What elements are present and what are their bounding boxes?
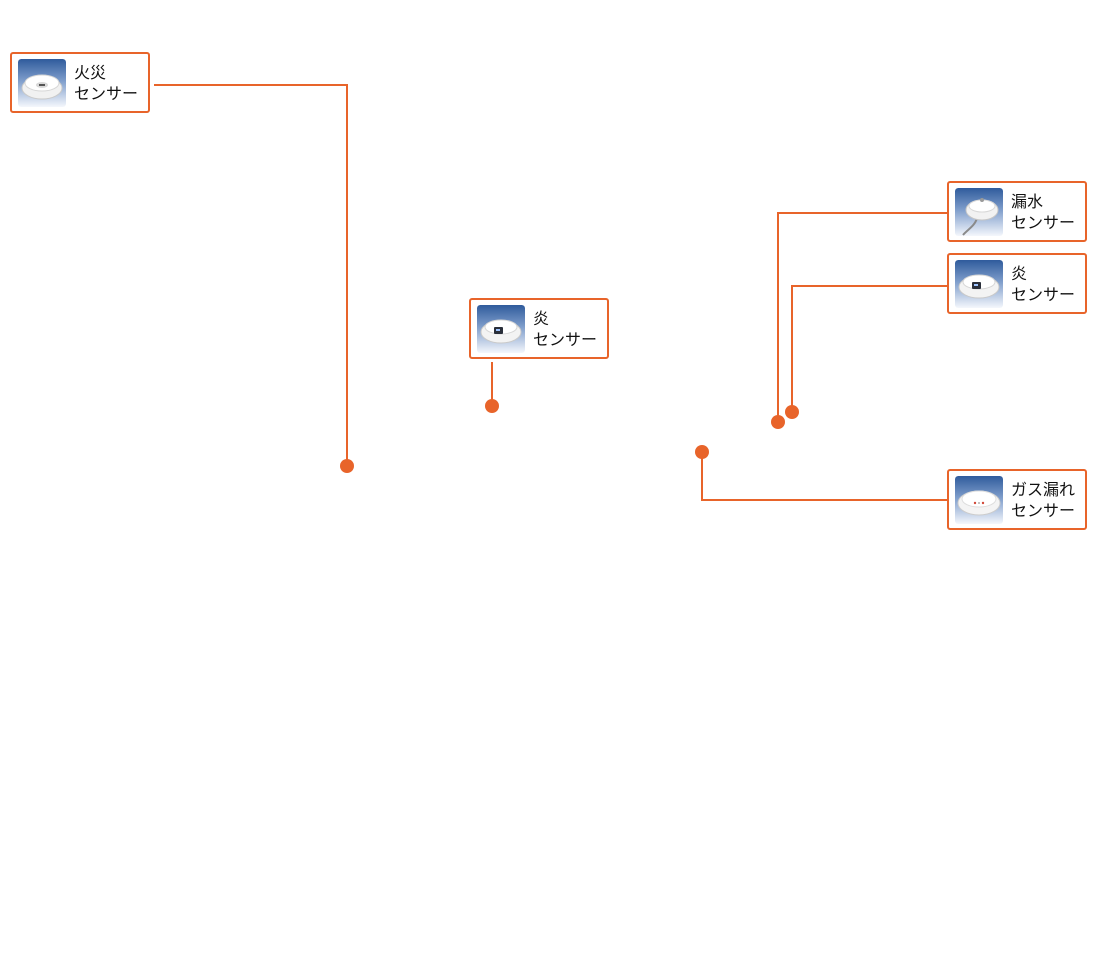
gas-detector-icon [955, 475, 1003, 524]
sensor-label-flame-right[interactable]: 炎 センサー [947, 253, 1087, 314]
sensor-label-water-leak[interactable]: 漏水 センサー [947, 181, 1087, 242]
connector-gas-leak [701, 452, 947, 501]
sensor-label-text: ガス漏れ センサー [1011, 479, 1075, 521]
install-point-fire [340, 459, 354, 473]
install-point-water-leak [771, 415, 785, 429]
sensor-label-gas-leak[interactable]: ガス漏れ センサー [947, 469, 1087, 530]
sensor-name: 火災 [74, 62, 107, 82]
install-point-flame-center [485, 399, 499, 413]
sensor-label-text: 火災 センサー [74, 62, 138, 104]
sensor-name: 漏水 [1011, 191, 1044, 211]
sensor-type: センサー [74, 83, 139, 103]
sensor-name: ガス漏れ [1011, 479, 1076, 499]
sensor-label-text: 漏水 センサー [1011, 191, 1075, 233]
sensor-type: センサー [1011, 284, 1076, 304]
sensor-type: センサー [533, 329, 598, 349]
connector-water-leak [777, 212, 947, 422]
sensor-label-flame-center[interactable]: 炎 センサー [469, 298, 609, 359]
flame-detector-icon [477, 304, 525, 353]
sensor-name: 炎 [1011, 263, 1028, 283]
sensor-type: センサー [1011, 212, 1076, 232]
flame-detector-icon [955, 259, 1003, 308]
sensor-label-text: 炎 センサー [533, 308, 597, 350]
install-point-flame-right [785, 405, 799, 419]
install-point-gas-leak [695, 445, 709, 459]
smoke-detector-icon [18, 58, 66, 107]
sensor-label-text: 炎 センサー [1011, 263, 1075, 305]
sensor-type: センサー [1011, 500, 1076, 520]
sensor-name: 炎 [533, 308, 550, 328]
sensor-label-fire[interactable]: 火災 センサー [10, 52, 150, 113]
water-leak-sensor-icon [955, 187, 1003, 236]
connector-fire [154, 84, 348, 466]
connector-flame-right [791, 285, 947, 412]
